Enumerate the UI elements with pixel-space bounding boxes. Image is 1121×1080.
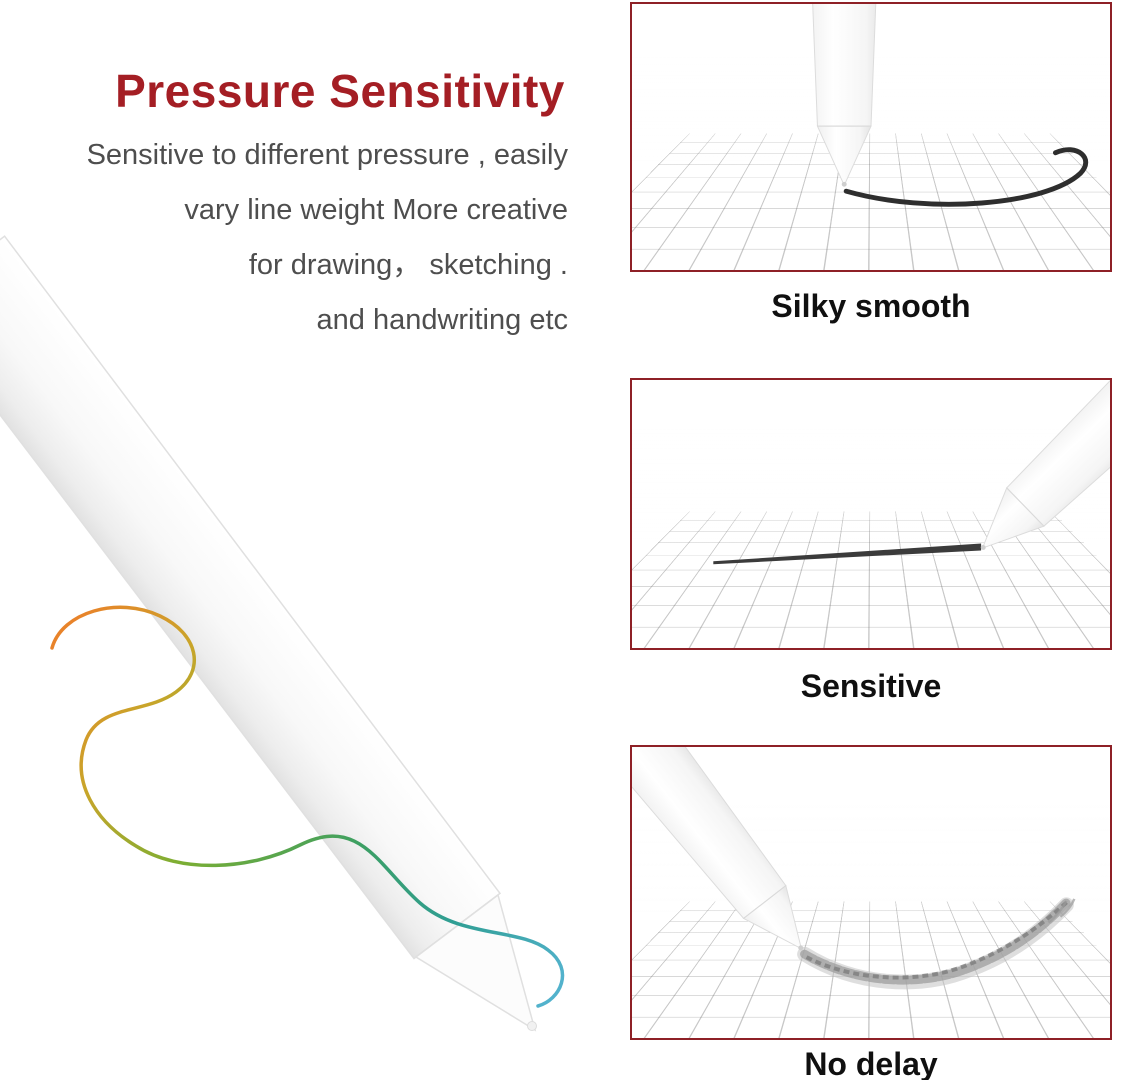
feature-label-silky-smooth: Silky smooth (771, 288, 971, 324)
feature-label-no-delay: No delay (804, 1046, 938, 1080)
feature-column: Silky smooth Sensitive (630, 0, 1114, 1080)
feature-panel-silky-smooth (630, 2, 1112, 272)
pen-body (0, 235, 537, 1032)
panel-art-no-delay (632, 747, 1110, 1038)
feature-label-sensitive: Sensitive (800, 668, 942, 704)
page-title: Pressure Sensitivity (115, 65, 565, 117)
description-text: Sensitive to different pressure , easily… (0, 128, 572, 348)
straight-ink-stroke (713, 543, 982, 565)
panel-art-silky-smooth (632, 4, 1110, 270)
textured-pencil-stroke (797, 897, 1076, 990)
description-line: Sensitive to different pressure , easily (86, 139, 568, 171)
feature-panel-no-delay (630, 745, 1112, 1040)
description-line: for drawing， sketching . (248, 249, 568, 281)
description-line: and handwriting etc (316, 304, 569, 336)
feature-panel-sensitive (630, 378, 1112, 650)
multicolor-squiggle (50, 605, 565, 1008)
description-line: vary line weight More creative (184, 194, 568, 226)
panel-art-sensitive (632, 380, 1110, 648)
curved-ink-stroke (843, 147, 1089, 207)
pen-tip-illustration (632, 747, 832, 973)
pen-tip-illustration (807, 4, 882, 188)
